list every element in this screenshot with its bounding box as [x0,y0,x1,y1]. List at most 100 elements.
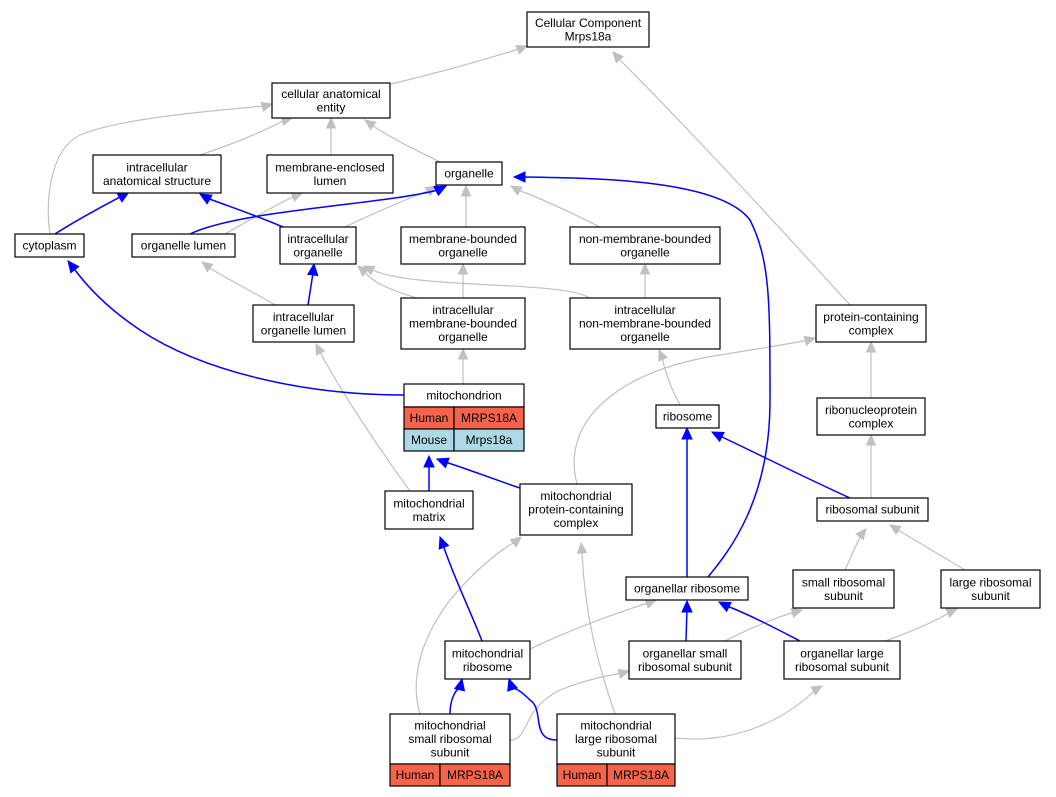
arrowhead-mlrs-to-olrs [810,685,824,696]
node-label-line: mitochondrial [452,646,523,660]
edge-nmbo-to-organelle [517,189,601,228]
node-label-line: ribosomal subunit [638,660,733,674]
gene-cell [439,763,511,787]
node-box [519,483,633,536]
node-box [435,161,503,186]
edge-cytoplasm-to-cae [47,105,266,235]
gene-label: MRPS18A [461,411,517,425]
node-label-line: small ribosomal [802,575,885,589]
node-label-line: intracellular [273,310,334,324]
edge-organelle-to-cae [371,124,441,163]
node-label-line: large ribosomal [575,732,657,746]
node-label-line: mitochondrion [426,389,501,403]
node-label-line: anatomical structure [103,174,211,188]
node-label-line: subunit [597,746,636,760]
arrowhead-cytoplasm-to-cae [260,101,274,112]
arrowhead-olrs-to-lrs [945,608,959,618]
node-box [556,713,676,765]
arrowhead-ribosub-to-rnpc [865,433,877,446]
edge-osrs-to-srs [724,611,796,642]
arrowhead-intraorg-to-ias [198,193,213,205]
node-label-line: membrane-enclosed [275,160,384,174]
node-label-line: protein-containing [528,503,623,517]
node-cytoplasm[interactable]: cytoplasm [14,233,85,258]
edge-mmatrix-to-iol [319,351,411,492]
node-label-line: mitochondrial [414,719,485,733]
node-inmbo[interactable]: intracellularnon-membrane-boundedorganel… [569,297,721,350]
edge-osrs-to-orgribo [685,608,688,642]
arrowhead-inmbo-to-intraorg [362,265,376,276]
arrowhead-msrs-to-osrs [617,668,631,679]
edge-orglumen-to-mel [224,195,296,235]
gene-label: MRPS18A [447,768,503,782]
edge-mlrs-to-olrs [674,689,816,740]
arrowhead-orgribo-to-ribosome [681,426,693,440]
species-label: Mouse [411,433,447,447]
edge-inmbo-to-intraorg [371,269,591,299]
node-label-line: Cellular Component [535,16,642,30]
edge-iol-to-orglumen [209,267,276,306]
node-label-line: intracellular [432,303,493,317]
node-orglumen[interactable]: organelle lumen [131,233,236,258]
node-box [389,713,511,765]
node-label-line: organelle [293,245,343,259]
node-ribosome[interactable]: ribosome [655,404,720,429]
node-organelle[interactable]: organelle [435,161,503,186]
node-label-line: Mrps18a [565,29,612,43]
node-box [628,640,742,680]
node-label-line: membrane-bounded [409,232,517,246]
node-box [266,154,394,194]
node-label-line: organelle lumen [141,239,226,253]
arrowhead-lrs-to-ribosub [888,524,902,536]
node-label-line: non-membrane-bounded [579,232,711,246]
node-label-line: cellular anatomical [281,87,380,101]
node-label-line: mitochondrial [393,496,464,510]
node-label-line: large ribosomal [949,575,1031,589]
edge-orgribo-to-organelle [521,176,771,578]
edges-layer [47,45,966,741]
arrowhead-organelle-to-cae [364,119,377,131]
arrowhead-imbo-to-mbo [457,262,469,275]
node-label-line: intracellular [287,232,348,246]
edge-orglumen-to-organelle [189,189,439,235]
node-label-line: entity [317,100,346,114]
node-label-line: small ribosomal [408,732,491,746]
node-box [400,226,526,265]
node-label-line: subunit [431,746,470,760]
arrowhead-mmatrix-to-iol [315,342,326,356]
node-ribosub[interactable]: ribosomal subunit [816,497,929,522]
node-label-line: complex [554,516,599,530]
node-label-line: intracellular [126,160,187,174]
node-box [783,640,901,680]
node-label-line: non-membrane-bounded [579,317,711,331]
node-box [792,569,895,609]
edge-intraorg-to-organelle [344,189,431,228]
arrowhead-mlrs-to-mribo [507,677,519,692]
edge-iol-to-intraorg [307,272,314,306]
node-label-line: matrix [413,510,446,524]
node-orgribo[interactable]: organellar ribosome [625,576,749,601]
node-label-line: organelle [438,330,488,344]
